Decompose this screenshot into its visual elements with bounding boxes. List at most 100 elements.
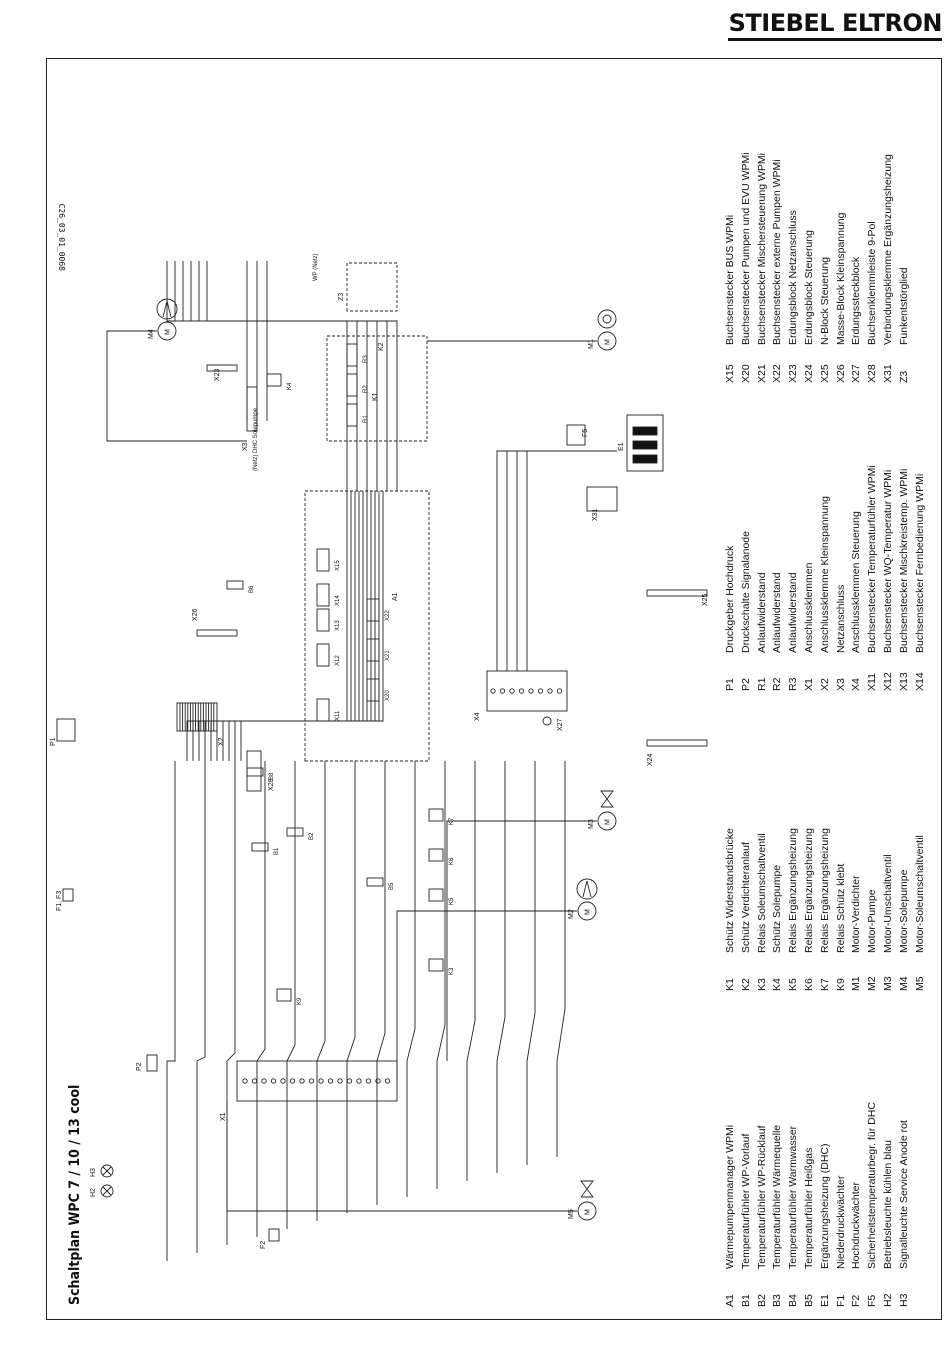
relay-k7-coil — [428, 808, 444, 822]
legend-code: B2 — [755, 1294, 768, 1307]
motor-m2-label: M2 — [568, 909, 575, 919]
legend-code: B1 — [739, 1294, 752, 1307]
legend-description: Temperaturfühler Heißgas — [802, 1147, 815, 1269]
legend-code: X26 — [834, 364, 847, 383]
terminal-x1 — [242, 1078, 248, 1084]
resistor-r2-label: R2 — [363, 385, 369, 393]
terminal-x1 — [280, 1078, 286, 1084]
signal-wire — [376, 761, 386, 1205]
neutral-block-x25 — [646, 589, 708, 597]
signal-wire — [436, 761, 446, 1189]
motor-m5-valve-icon — [580, 1180, 594, 1198]
legend-code: X1 — [802, 678, 815, 691]
controller-wire — [216, 491, 368, 761]
resistor-r3-label: R3 — [363, 355, 369, 363]
relay-k5-coil — [428, 888, 444, 902]
plug-x12-label: X12 — [335, 655, 341, 666]
resistor-r1-label: R1 — [363, 415, 369, 423]
legend-code: H2 — [881, 1293, 894, 1307]
terminal-x4 — [547, 688, 553, 694]
terminal-x1 — [365, 1078, 372, 1084]
terminal-x1 — [289, 1078, 296, 1084]
motor-m3-label: M3 — [588, 819, 595, 829]
motor-m3-symbol — [597, 811, 617, 831]
legend-code: K1 — [724, 978, 736, 991]
socket-x28-box — [246, 750, 262, 792]
legend-code: X27 — [850, 364, 863, 383]
legend-entry: X1 Anschlussklemmen — [802, 465, 818, 691]
plug-x15-label: X15 — [335, 560, 341, 571]
resistor-r2-symbol — [346, 373, 358, 397]
signal-wire — [286, 761, 296, 1229]
lamp-h2-cross — [102, 1186, 112, 1196]
terminal-x4 — [490, 688, 496, 694]
signal-wire — [166, 761, 176, 1261]
legend-description: Anschlussklemme Kleinspannung — [818, 495, 831, 653]
motor-m2-pump-arrow-icon — [582, 880, 592, 898]
ground-block-x26 — [196, 629, 238, 637]
legend-description: Motor-Verdichter — [850, 875, 863, 953]
motor-m3-wire — [446, 820, 597, 1061]
legend-description: Buchsenstecker Mischersteuerung WPMi — [755, 153, 768, 345]
legend-code: X2 — [818, 678, 831, 691]
legend-code: M3 — [881, 976, 894, 991]
terminal-x1 — [270, 1078, 277, 1084]
terminal-strip-x4-label: X4 — [474, 712, 481, 721]
terminal-strip-x1-label: X1 — [220, 1112, 227, 1121]
legend-code: X3 — [834, 678, 847, 691]
legend-code: P2 — [739, 678, 752, 691]
heater-e1-element — [632, 440, 658, 450]
signal-wire — [526, 761, 536, 1165]
heater-wire — [526, 450, 617, 671]
motor-m1-m-glyph: M — [605, 339, 612, 345]
neutral-block-x25-label: X25 — [702, 593, 709, 606]
legend-description: Relais Soleumschaltventil — [755, 833, 768, 953]
sensor-b8-icon — [246, 767, 264, 777]
fuse-f5-box — [566, 424, 586, 446]
plug-x13-box — [316, 608, 330, 632]
fuse-f5-label: F5 — [582, 429, 589, 437]
resistor-r3-symbol — [346, 343, 358, 367]
legend-code: X31 — [881, 364, 894, 383]
legend-code: X22 — [771, 364, 784, 383]
motor-m5-wire — [226, 1101, 577, 1212]
motor-m5-symbol — [577, 1201, 597, 1221]
motor-m5-label: M5 — [568, 1209, 575, 1219]
switch-f1f3-label: F1, F3 — [56, 891, 63, 911]
legend-code: M1 — [850, 976, 863, 991]
legend-entry: X2 Anschlussklemme Kleinspannung — [818, 465, 834, 691]
motor-m2-pump-icon — [576, 878, 598, 900]
terminal-strip-x2 — [176, 702, 218, 732]
legend-description: Buchsenstecker externe Pumpen WPMi — [771, 159, 784, 345]
legend-description: Buchsenstecker Pumpen und EVU WPMi — [739, 152, 752, 345]
legend-description: Anschlussklemmen — [802, 562, 815, 653]
terminal-x1 — [308, 1078, 315, 1084]
legend-description: Erdungsblock Netzanschluss — [787, 210, 800, 345]
legend-description: Ergänzungsheizung (DHC) — [818, 1143, 831, 1269]
legend-code: R3 — [787, 677, 800, 691]
signal-wire — [226, 761, 236, 1245]
ground-block-x24 — [646, 739, 708, 747]
motor-m1-compressor-core-icon — [602, 314, 612, 324]
terminal-x31-box — [586, 486, 618, 512]
legend-code: X21 — [755, 364, 768, 383]
legend-code: E1 — [818, 1294, 831, 1307]
signal-wire — [406, 761, 416, 1197]
legend-description: Schütz Verdichteranlauf — [739, 842, 752, 953]
